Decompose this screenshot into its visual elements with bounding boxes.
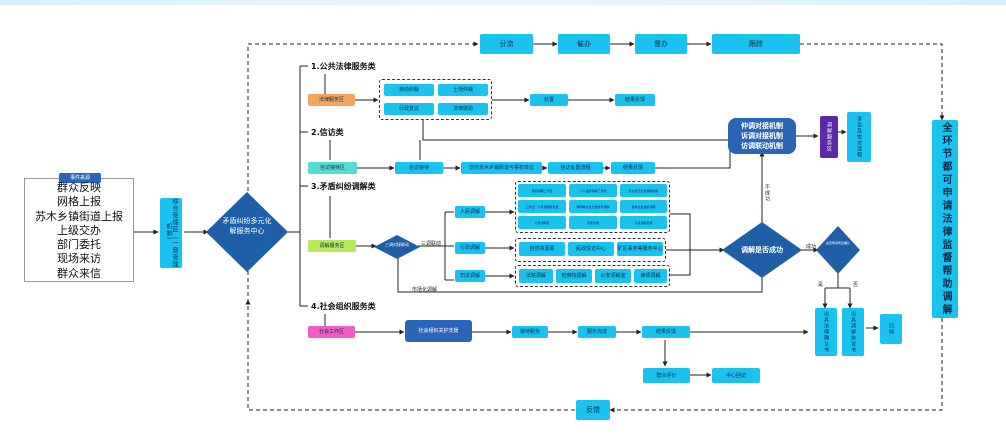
flow-urge: 催办 [558, 34, 610, 54]
judicial-item-3: 公安调解室 [595, 269, 631, 283]
archive-node: 归档 [880, 314, 902, 344]
legal-result: 结果反馈 [615, 94, 655, 106]
legal-options-box [379, 79, 492, 120]
people-item-9: 人民调解员库 [620, 216, 667, 229]
judicial-item-1: 法院调解 [519, 269, 553, 283]
section-3-title: 3.矛盾纠纷调解类 [309, 181, 378, 192]
litigation-petition-process: 诉讼及信访流程 [847, 112, 871, 162]
admin-item-2: 民政信访中心 [568, 242, 614, 256]
mediation-agreement-doc: 出具调解协议书 [842, 308, 864, 356]
people-item-7: 人民调解员 [518, 216, 566, 229]
source-list: 群众反映 网格上报 苏木乡镇街道上报 上级交办 部门委托 现场来访 群众来信 [25, 181, 133, 281]
flow-supervise: 督办 [635, 34, 687, 54]
mediation-service-purple: 调解服务区 [820, 116, 838, 158]
source-item-letters: 群众来信 [57, 266, 101, 280]
petition-reception: 信访接待 [395, 162, 443, 174]
section-2-title: 2.信访类 [309, 127, 346, 138]
people-item-4: 三所合一人民调解委员会 [518, 200, 566, 213]
admin-item-1: 自然资源局 [519, 242, 565, 256]
people-item-1: 专职调解工作室 [518, 184, 566, 197]
source-item-grid-report: 网格上报 [57, 195, 101, 209]
petition-assign: 交办苏木乡镇街道与事权单位 [461, 162, 542, 174]
admin-review: 行政复议 [384, 103, 434, 115]
mechanism-petition: 访调联动机制 [741, 142, 783, 150]
social-result: 结果反馈 [642, 326, 690, 338]
judicial-mediation-box [515, 265, 670, 287]
source-panel: 事件来源 群众反映 网格上报 苏木乡镇街道上报 上级交办 部门委托 现场来访 群… [24, 173, 134, 282]
petition-result: 结果反馈 [611, 162, 655, 174]
people-item-8: 专家咨询 [569, 216, 617, 229]
judicial-item-2: 检察院调解 [556, 269, 592, 283]
admin-mediation: 行政调解 [455, 242, 485, 254]
intake-center: 综合受理区（一窗受理机制） [160, 198, 182, 268]
hub-label: 矛盾纠纷多元化解服务中心 [222, 217, 272, 235]
judicial-mediation: 司法调解 [455, 270, 485, 282]
social-org-support: 社会组织关护支援 [405, 320, 472, 342]
admin-item-3: 矿区事务等服务中心 [617, 242, 663, 256]
judicial-item-4: 律师调解 [634, 269, 667, 283]
confirm-no: 否 [853, 282, 859, 288]
labor-arbitration: 劳动仲裁 [384, 84, 434, 96]
success-question: 调解是否成功 [741, 246, 783, 254]
success-label: 成功 [806, 244, 817, 250]
source-item-dept-commission: 部门委托 [57, 238, 101, 252]
three-link-label: 三调联动 [421, 241, 442, 247]
social-reception: 接待服务 [512, 326, 548, 338]
hub-diamond-shape [206, 192, 288, 272]
mechanism-box: 仲调对接机制 诉调对接机制 访调联动机制 [728, 118, 796, 154]
legal-confirmation-doc: 出具法律确认书 [815, 308, 837, 356]
land-arbitration: 土地仲裁 [438, 84, 488, 96]
source-item-onsite-visit: 现场来访 [57, 252, 101, 266]
mediation-diamond-shape [374, 235, 420, 259]
people-item-6: 各类社会组织调解 [620, 200, 667, 213]
people-mediation: 人民调解 [455, 206, 485, 218]
legal-aid: 法律援助 [438, 103, 488, 115]
success-diamond-shape [722, 222, 802, 278]
market-mediation-label: 市场化调解 [412, 287, 438, 293]
feedback-node: 反馈 [576, 400, 610, 420]
mechanism-litigation: 诉调对接机制 [741, 132, 783, 140]
flow-divert: 分流 [480, 34, 533, 54]
flow-track: 跟踪 [712, 34, 800, 54]
public-evaluation: 群众评价 [643, 368, 690, 383]
people-item-3: 专业性行业性调解组织 [620, 184, 667, 197]
people-item-5: 律师等社会力量参与调解 [569, 200, 617, 213]
legal-handle: 处置 [530, 94, 568, 106]
legal-supervision-bar: 全环节都可申请法律监督帮助调解 [932, 120, 958, 318]
section-1-title: 1.公共法律服务类 [309, 61, 378, 72]
source-header: 事件来源 [59, 173, 101, 183]
source-item-mass-report: 群众反映 [57, 181, 101, 194]
source-item-town-report: 苏木乡镇街道上报 [35, 209, 123, 223]
petition-area: 信访接待区 [308, 162, 357, 174]
fail-label: 不成功 [764, 184, 770, 202]
people-mediation-box [515, 181, 670, 233]
center-revisit: 中心回访 [712, 368, 760, 383]
admin-mediation-box [515, 238, 666, 262]
legal-service-area: 法律服务区 [308, 94, 355, 106]
petition-process: 信访处置流程 [548, 162, 603, 174]
social-work-area: 社会工作区 [308, 326, 355, 338]
people-item-2: 个人品牌调解工作室 [569, 184, 617, 197]
top-accent-bar [0, 0, 1006, 5]
section-4-title: 4.社会组织服务类 [309, 301, 378, 312]
social-service-done: 服务完成 [578, 326, 616, 338]
confirm-diamond-shape [816, 226, 860, 274]
confirm-yes: 是 [818, 282, 824, 288]
mediation-diamond-label: 三调对接联动 [385, 242, 409, 247]
source-item-superior-assign: 上级交办 [57, 223, 101, 237]
mediation-area: 调解服务区 [308, 240, 356, 252]
confirm-question: 是否申请司法确认 [825, 241, 850, 245]
mechanism-arbitration: 仲调对接机制 [741, 122, 783, 130]
